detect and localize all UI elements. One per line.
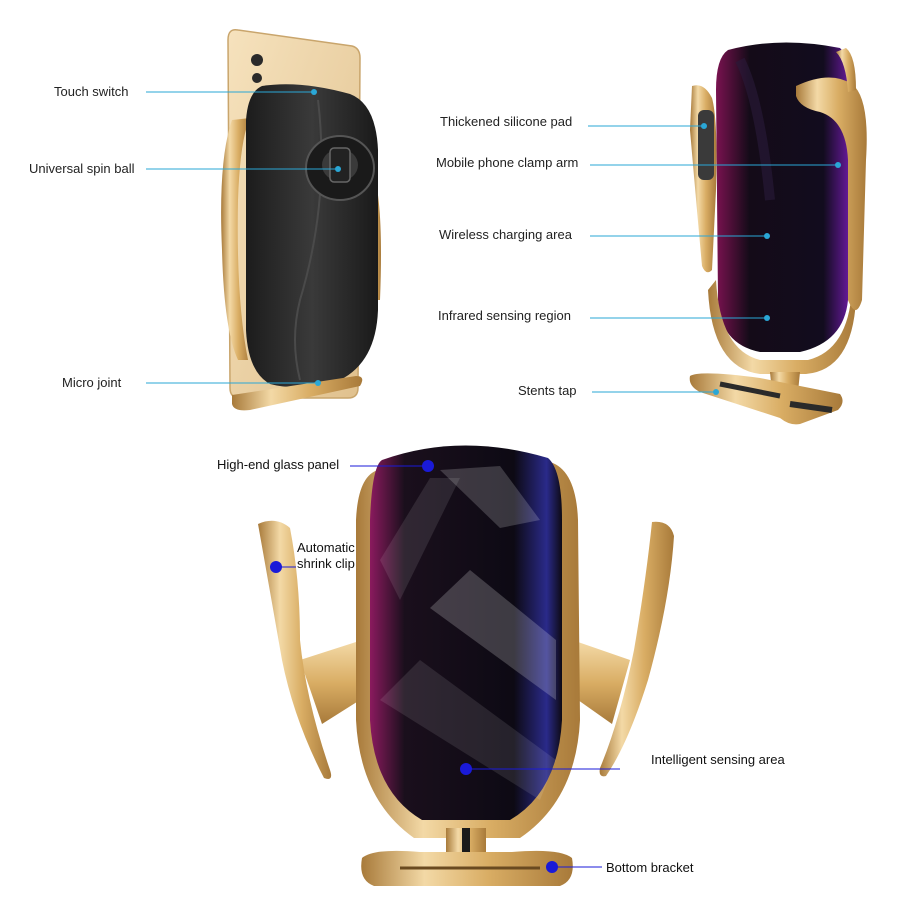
back-view-holder	[221, 28, 381, 411]
label-thickened-silicone-pad: Thickened silicone pad	[440, 114, 573, 129]
label-wireless-charging-area: Wireless charging area	[439, 227, 572, 242]
label-infrared-sensing-region: Infrared sensing region	[438, 308, 571, 323]
label-touch-switch: Touch switch	[54, 84, 129, 99]
front-angle-holder	[689, 42, 867, 425]
front-view-holder	[258, 445, 674, 886]
label-micro-joint: Micro joint	[62, 375, 122, 390]
leaders-top-left	[146, 89, 341, 386]
label-bottom-bracket: Bottom bracket	[606, 860, 694, 875]
leaders-top-right	[588, 123, 841, 395]
label-shrink-clip-line1: Automatic	[297, 540, 355, 555]
label-intelligent-sensing-area: Intelligent sensing area	[651, 752, 785, 767]
label-clamp-arm: Mobile phone clamp arm	[436, 155, 579, 170]
label-stents-tap: Stents tap	[518, 383, 577, 398]
label-universal-spin-ball: Universal spin ball	[29, 161, 135, 176]
leaders-bottom	[270, 460, 620, 873]
label-glass-panel: High-end glass panel	[217, 457, 340, 472]
label-shrink-clip-line2: shrink clip	[297, 556, 355, 571]
